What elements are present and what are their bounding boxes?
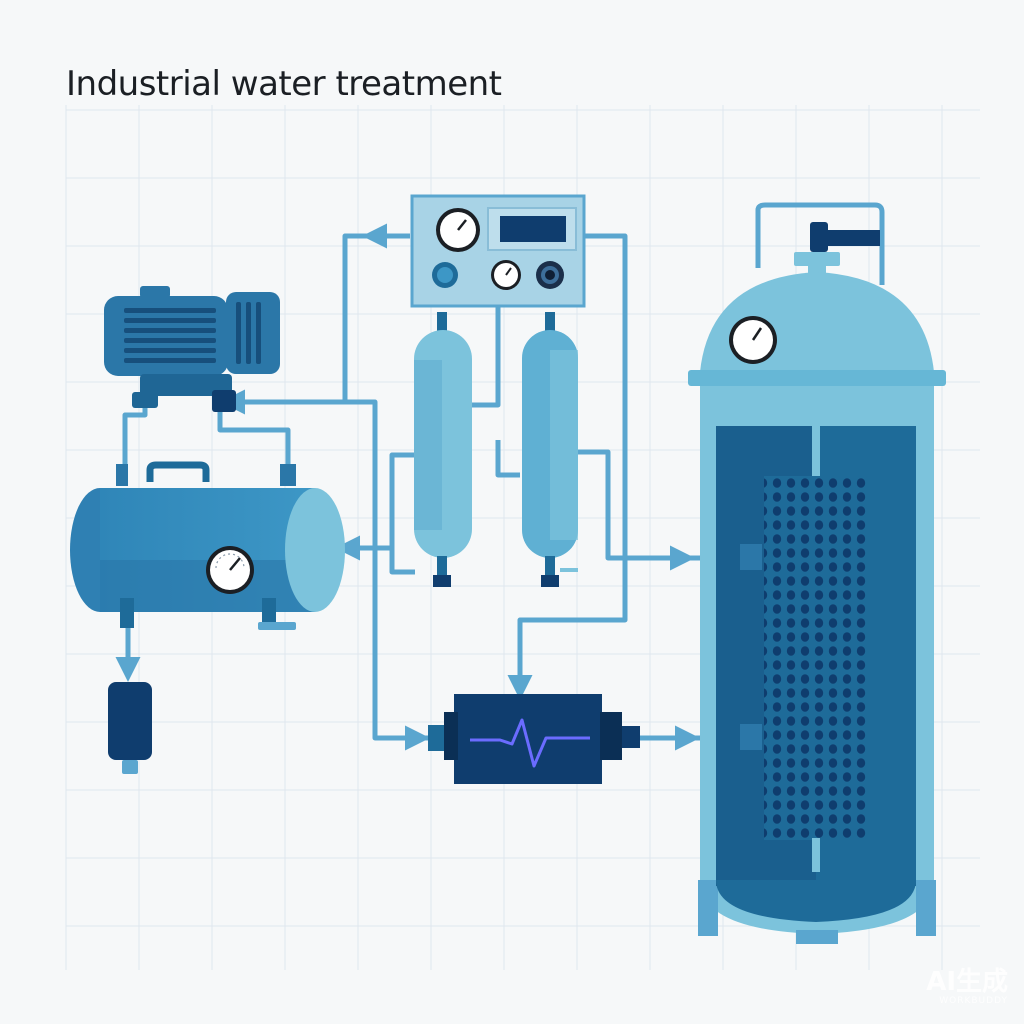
gauge-icon [729,316,777,364]
page-title: Industrial water treatment [66,64,502,104]
motor-fins [124,308,216,363]
pipe-vessel-to-tank [335,452,415,561]
pipe-panel-to-reactor [507,233,628,700]
gauge-icon [436,208,480,252]
pressure-tank [70,461,345,630]
pipe-vessel-to-tank-2 [389,548,415,575]
display-screen [500,216,566,242]
monitoring-unit [428,694,640,784]
membrane-vessel-right [522,312,578,587]
perforated-filter-core [764,476,868,840]
control-panel [410,194,586,308]
gauge-icon [206,546,254,594]
watermark-main: AI生成 [926,967,1008,997]
reactor-tank [688,222,946,944]
waveform-icon [470,718,590,768]
pipe-motor-tank-left [122,400,148,470]
pipe-between-vessels [470,305,501,408]
pipe-reactor-top [755,202,885,285]
membrane-vessel-left [414,312,472,587]
pipe-motor-tank-right [217,400,291,470]
watermark-sub: WORKBUDDY [939,996,1008,1006]
pipe-between-vessels-2 [495,440,520,478]
pipe-vessel-to-reactor [578,449,695,571]
gauge-icon [491,260,521,290]
cartridge-filter [108,682,152,774]
motor-pump [104,286,280,412]
watermark: AI生成 WORKBUDDY [898,968,1008,1006]
